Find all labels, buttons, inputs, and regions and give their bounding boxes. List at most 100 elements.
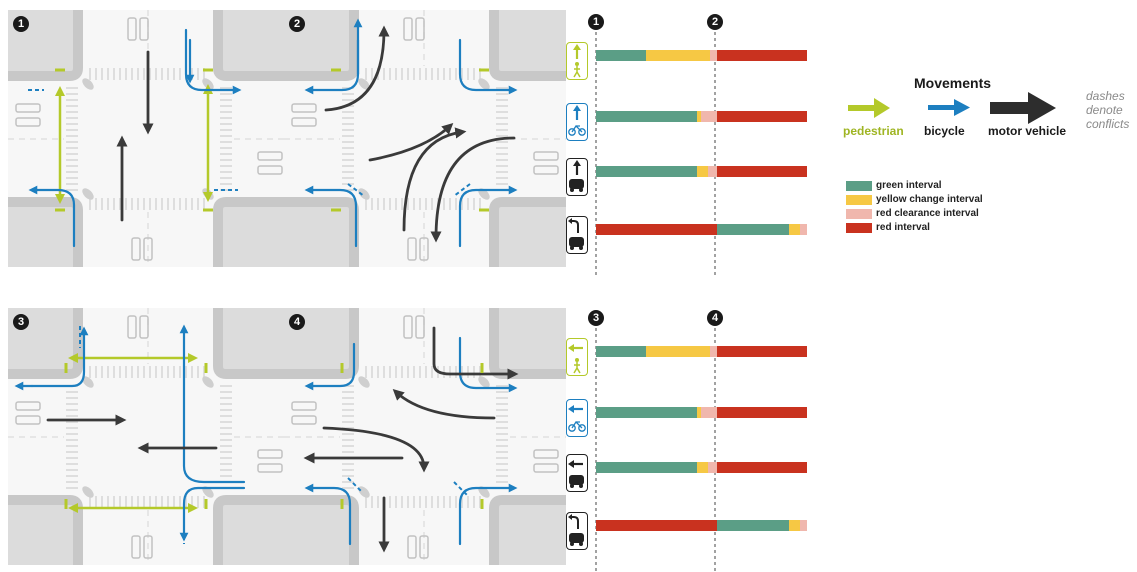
bike-separator <box>478 78 490 90</box>
corner-block <box>218 500 290 565</box>
bike-north-east <box>179 324 246 484</box>
bike-separator <box>358 188 370 200</box>
phase-marker-badge: 2 <box>707 14 723 30</box>
pedestrian-signal-icon <box>566 338 588 376</box>
bicycle-legend-label: bicycle <box>924 124 965 138</box>
intersection-base <box>284 10 566 267</box>
parked-car-outline <box>533 151 559 161</box>
yellow-interval-label: yellow change interval <box>876 194 983 205</box>
intersection-panel-3: 3 <box>8 308 290 565</box>
bike-separator <box>82 486 94 498</box>
vehicle-turn-left-center <box>368 122 454 162</box>
panel-number-badge: 2 <box>289 16 305 32</box>
left-turn-arrow <box>571 516 579 529</box>
movements-legend-title: Movements <box>914 75 992 91</box>
red-interval-label: red interval <box>876 222 930 233</box>
bike-separator <box>478 486 490 498</box>
red-interval-bar <box>717 50 807 61</box>
bike-separator <box>202 376 214 388</box>
parked-car-outline <box>131 237 141 261</box>
intersection-diagram-2 <box>284 10 566 267</box>
parked-car-outline <box>139 315 149 339</box>
intersection-panel-2: 2 <box>284 10 566 267</box>
bike-right-ne <box>458 38 518 95</box>
parked-car-outline <box>533 449 559 459</box>
bicycle-glyph <box>568 424 576 432</box>
red-interval-bar <box>717 407 807 418</box>
parked-car-outline <box>143 237 153 261</box>
walker-glyph <box>575 62 579 66</box>
yellow-interval-bar <box>646 346 710 357</box>
walker-glyph <box>575 358 579 362</box>
crosswalks <box>342 366 508 508</box>
signal-head-mark <box>55 208 65 212</box>
signal-head-mark <box>479 68 489 72</box>
corner-block <box>494 308 566 373</box>
parked-car-outline <box>15 103 41 113</box>
parked-car-outline <box>407 535 417 559</box>
red-interval-bar <box>596 520 717 531</box>
signal-head-mark <box>480 363 484 373</box>
signal-head-mark <box>479 208 489 212</box>
green-interval-bar <box>596 166 697 177</box>
parked-car-outline <box>415 315 425 339</box>
green-interval-bar <box>596 346 646 357</box>
bicycle-glyph <box>568 128 576 136</box>
left-turn-arrow <box>571 220 579 233</box>
parked-car-outline <box>15 117 41 127</box>
bike-separator <box>358 486 370 498</box>
bike-separator <box>202 486 214 498</box>
phase-guides <box>595 32 716 276</box>
motor-vehicle-left-turn-signal-icon <box>566 512 588 550</box>
green-interval-bar <box>717 520 789 531</box>
corner-block <box>284 202 356 267</box>
signal-head-mark <box>331 68 341 72</box>
bike-separator <box>82 376 94 388</box>
parked-car-outline <box>257 449 283 459</box>
pedestrian-arrow-icon <box>848 98 890 118</box>
bicycle-arrow-icon <box>928 99 970 116</box>
red-interval-bar <box>717 462 807 473</box>
parked-car-outline <box>291 103 317 113</box>
signal-head-mark <box>340 363 344 373</box>
bike-right-se <box>458 185 518 248</box>
crosswalks <box>342 68 508 210</box>
clearance-interval-bar <box>800 520 807 531</box>
clearance-interval-bar <box>701 111 717 122</box>
panel-number-badge: 3 <box>13 314 29 330</box>
red-interval-swatch <box>846 223 872 233</box>
panel-number-badge: 1 <box>13 16 29 32</box>
clearance-interval-bar <box>800 224 807 235</box>
signal-head-mark <box>331 208 341 212</box>
green-interval-bar <box>596 111 697 122</box>
vehicle-turn-southwest <box>322 426 430 473</box>
parked-car-outline <box>415 17 425 41</box>
car-glyph <box>569 533 584 543</box>
clearance-interval-label: red clearance interval <box>876 208 979 219</box>
yellow-interval-bar <box>697 407 701 418</box>
pedestrian-legend-label: pedestrian <box>843 124 904 138</box>
yellow-interval-bar <box>646 50 710 61</box>
phase-marker-badge: 4 <box>707 310 723 326</box>
motor-vehicle-signal-icon <box>566 454 588 492</box>
bicycle-signal-icon <box>566 399 588 437</box>
phase-marker-badge: 3 <box>588 310 604 326</box>
vehicle-turn-south <box>430 136 516 243</box>
corner-block <box>218 10 290 75</box>
parked-car-outline <box>127 315 137 339</box>
red-interval-bar <box>717 166 807 177</box>
bike-separator <box>358 78 370 90</box>
red-interval-bar <box>717 111 807 122</box>
bike-right-west <box>30 326 89 388</box>
corner-block <box>8 202 80 267</box>
parked-car-outline <box>257 151 283 161</box>
clearance-interval-bar <box>710 346 717 357</box>
green-interval-bar <box>596 462 697 473</box>
clearance-interval-bar <box>708 166 717 177</box>
parked-car-outline <box>403 315 413 339</box>
car-glyph <box>569 237 584 247</box>
green-interval-bar <box>596 50 646 61</box>
yellow-interval-bar <box>697 111 701 122</box>
yellow-interval-swatch <box>846 195 872 205</box>
red-interval-bar <box>717 346 807 357</box>
